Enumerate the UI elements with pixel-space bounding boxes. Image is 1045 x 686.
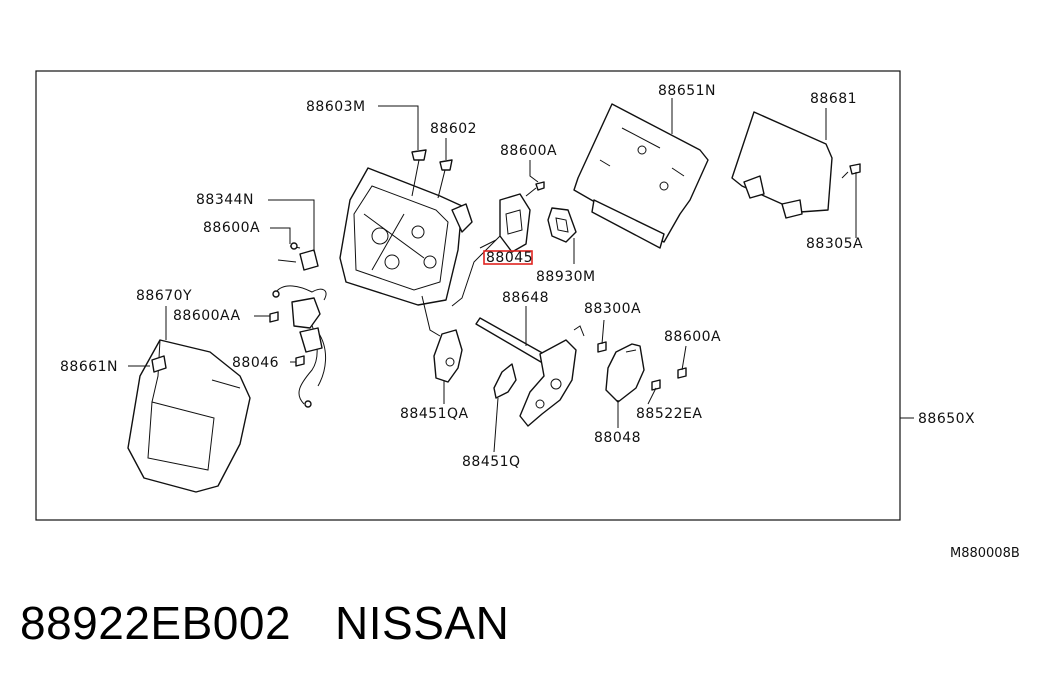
diagram-frame (35, 70, 901, 521)
seatback-frame-part[interactable] (339, 167, 473, 306)
motor-88045-part[interactable] (451, 193, 531, 307)
lever-88451Q-part[interactable] (493, 363, 517, 399)
label-88305A[interactable]: 88305A (806, 236, 863, 252)
label-88600A-right[interactable]: 88600A (664, 329, 721, 345)
label-88661N[interactable]: 88661N (60, 359, 118, 375)
back-panel-88651N-part[interactable] (573, 103, 709, 249)
rod-88648-part[interactable] (475, 317, 585, 427)
brand-name: NISSAN (335, 597, 510, 649)
label-88451Q[interactable]: 88451Q (462, 454, 521, 470)
label-88648[interactable]: 88648 (502, 290, 549, 306)
panel-88681-part[interactable] (731, 111, 833, 219)
screw-88600A-right-part[interactable] (677, 367, 687, 379)
label-88045[interactable]: 88045 (486, 250, 533, 266)
label-88046[interactable]: 88046 (232, 355, 279, 371)
part-number: 88922EB002 (20, 597, 292, 649)
label-88600A-top[interactable]: 88600A (500, 143, 557, 159)
leader-lines (128, 98, 914, 453)
screw-88305A-part[interactable] (841, 163, 861, 179)
bolt-88602-part[interactable] (437, 159, 453, 199)
cover-88930M-part[interactable] (547, 207, 577, 243)
label-88650X[interactable]: 88650X (918, 411, 975, 427)
label-88451QA[interactable]: 88451QA (400, 406, 469, 422)
highlight-box-88045 (483, 250, 533, 265)
bolt-88603M-part[interactable] (411, 149, 427, 197)
recliner-88451QA-part[interactable] (421, 295, 463, 383)
label-88300A[interactable]: 88300A (584, 301, 641, 317)
part-caption: 88922EB002 NISSAN (20, 596, 509, 660)
label-88681[interactable]: 88681 (810, 91, 857, 107)
cover-88048-part[interactable] (605, 343, 645, 403)
label-88048[interactable]: 88048 (594, 430, 641, 446)
label-88603M[interactable]: 88603M (306, 99, 366, 115)
label-88600AA[interactable]: 88600AA (173, 308, 241, 324)
label-88600A-left[interactable]: 88600A (203, 220, 260, 236)
label-88651N[interactable]: 88651N (658, 83, 716, 99)
bolt-88600A-top-part[interactable] (525, 181, 545, 197)
label-88522EA[interactable]: 88522EA (636, 406, 702, 422)
bracket-88344N-part[interactable] (277, 242, 319, 271)
screw-88522EA-part[interactable] (651, 379, 661, 391)
figure-code: M880008B (950, 546, 1020, 561)
label-88930M[interactable]: 88930M (536, 269, 596, 285)
label-88670Y[interactable]: 88670Y (136, 288, 192, 304)
harness-88670Y-part[interactable] (272, 285, 327, 408)
label-88344N[interactable]: 88344N (196, 192, 254, 208)
bolt-88046-part[interactable] (295, 355, 305, 367)
bolt-88600AA-part[interactable] (269, 311, 279, 323)
screw-88300A-part[interactable] (597, 341, 607, 353)
cushion-88661N-part[interactable] (127, 339, 251, 493)
label-88602[interactable]: 88602 (430, 121, 477, 137)
